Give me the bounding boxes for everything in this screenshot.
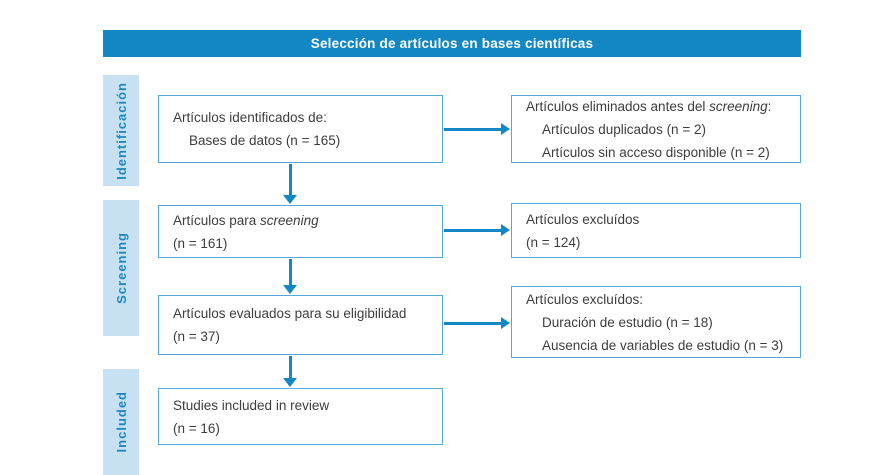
arrow-head-icon <box>501 224 510 236</box>
box-line: Duración de estudio (n = 18) <box>542 314 713 330</box>
box-articles-for-screening: Artículos para screening (n = 161) <box>158 205 443 258</box>
box-line: (n = 161) <box>173 235 228 251</box>
box-line: Artículos excluídos <box>526 211 640 227</box>
arrow-shaft <box>288 164 292 196</box>
box-line: (n = 37) <box>173 329 220 344</box>
box-articles-removed-before-screening: Artículos eliminados antes del screening… <box>511 95 801 163</box>
box-line: Artículos evaluados para su eligibilidad <box>173 306 407 321</box>
stage-band-screening: Screening <box>103 200 139 336</box>
box-line: (n = 124) <box>526 234 581 250</box>
box-line: Artículos excluídos: <box>526 291 644 307</box>
box-line: (n = 16) <box>173 420 220 436</box>
arrow-right-screening-to-excluded <box>444 224 510 236</box>
stage-label-included: Included <box>113 391 129 453</box>
box-line: Studies included in review <box>173 397 330 413</box>
arrow-down-screening-to-assessed <box>283 259 297 294</box>
box-studies-included: Studies included in review (n = 16) <box>158 388 443 445</box>
stage-label-identificacion: Identificación <box>113 81 129 180</box>
arrow-shaft <box>444 228 502 232</box>
arrow-head-icon <box>283 195 297 204</box>
box-articles-excluded-eligibility: Artículos excluídos: Duración de estudio… <box>511 286 801 358</box>
box-line: Artículos duplicados (n = 2) <box>542 121 706 137</box>
box-line: Ausencia de variables de estudio (n = 3) <box>542 337 784 353</box>
arrow-head-icon <box>501 317 510 329</box>
box-line: Bases de datos (n = 165) <box>189 133 341 148</box>
arrow-head-icon <box>283 378 297 387</box>
box-articles-assessed-eligibility: Artículos evaluados para su eligibilidad… <box>158 295 443 355</box>
box-line: Artículos para screening <box>173 212 319 228</box>
stage-band-identificacion: Identificación <box>103 75 139 186</box>
arrow-shaft <box>444 127 502 131</box>
box-articles-excluded-screening: Artículos excluídos (n = 124) <box>511 203 801 258</box>
box-line: Artículos sin acceso disponible (n = 2) <box>542 144 770 160</box>
box-line: Artículos identificados de: <box>173 110 327 125</box>
diagram-title: Selección de artículos en bases científi… <box>310 36 594 51</box>
diagram-title-bar: Selección de artículos en bases científi… <box>103 30 801 57</box>
arrow-down-identified-to-screening <box>283 164 297 204</box>
box-line: Artículos eliminados antes del screening… <box>526 98 772 114</box>
arrow-head-icon <box>283 285 297 294</box>
stage-label-screening: Screening <box>113 232 129 304</box>
arrow-down-assessed-to-included <box>283 356 297 387</box>
arrow-right-identified-to-removed <box>444 123 510 135</box>
arrow-right-assessed-to-excluded <box>444 317 510 329</box>
arrow-shaft <box>444 321 502 325</box>
arrow-head-icon <box>501 123 510 135</box>
box-articles-identified: Artículos identificados de: Bases de dat… <box>158 95 443 163</box>
arrow-shaft <box>288 259 292 286</box>
arrow-shaft <box>288 356 292 379</box>
stage-band-included: Included <box>103 369 139 475</box>
